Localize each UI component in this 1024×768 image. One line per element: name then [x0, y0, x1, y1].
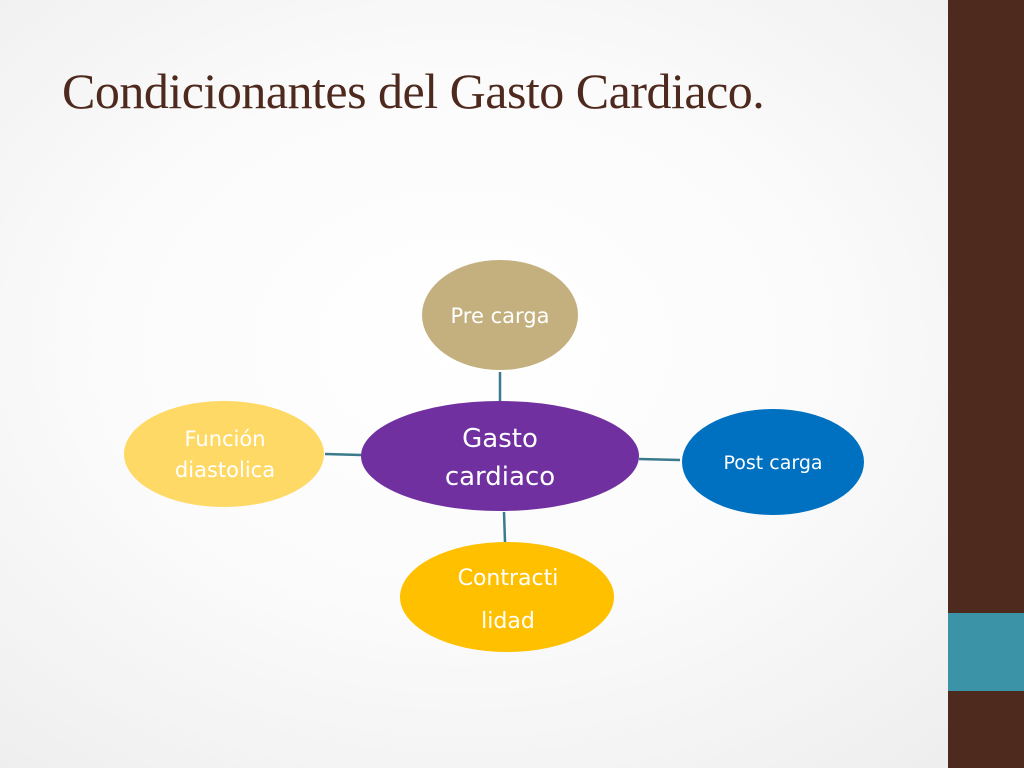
node-funcion-diastolica [124, 401, 324, 507]
connector-post-carga [638, 457, 681, 462]
diagram: Pre carga Post carga Contracti lidad Fun… [124, 260, 864, 652]
node-pre-carga [422, 260, 578, 370]
label-gasto-cardiaco-line1: Gasto [462, 424, 538, 454]
label-contractilidad-line1: Contracti [458, 566, 559, 591]
label-funcion-diastolica-line2: diastolica [175, 458, 275, 482]
slide-title: Condicionantes del Gasto Cardiaco. [62, 63, 765, 119]
label-funcion-diastolica-line1: Función [184, 427, 265, 451]
connector-contractilidad [502, 511, 507, 543]
label-pre-carga: Pre carga [451, 304, 550, 328]
side-accent-block [948, 613, 1024, 691]
node-contractilidad [400, 542, 614, 652]
label-gasto-cardiaco-line2: cardiaco [445, 462, 555, 492]
label-post-carga: Post carga [723, 452, 822, 474]
node-gasto-cardiaco [361, 401, 639, 511]
label-contractilidad-line2: lidad [481, 609, 535, 634]
node-post-carga [682, 409, 864, 515]
connector-funcion-diastolica [324, 452, 362, 457]
